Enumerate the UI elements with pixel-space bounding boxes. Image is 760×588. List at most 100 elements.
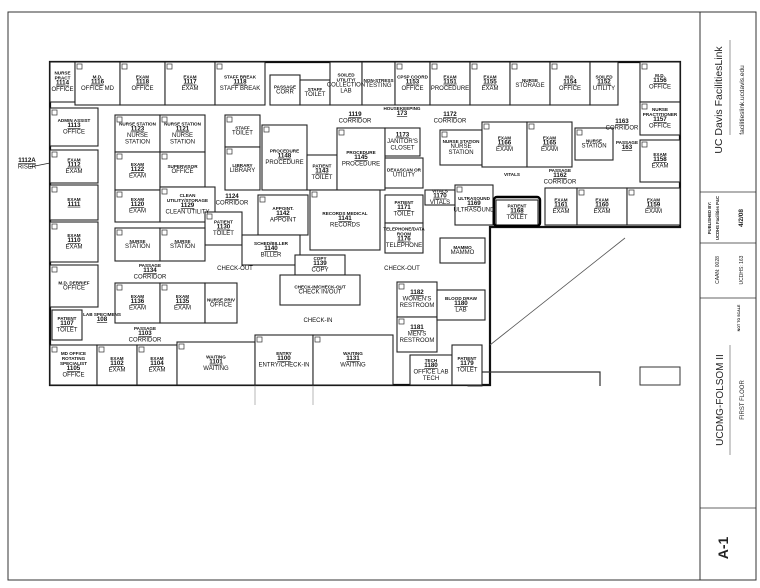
- room-num: 1182: [410, 289, 424, 296]
- sink-fixture-icon: [576, 129, 583, 136]
- room-label: WAITING: [206, 355, 226, 360]
- room-name: OFFICE: [210, 302, 232, 308]
- sink-fixture-icon: [51, 186, 58, 193]
- room-num: 1163: [615, 118, 629, 125]
- room-num: 1172: [443, 111, 457, 118]
- room-label: EXAM: [554, 198, 567, 203]
- building-name: UCDMG-FOLSOM II: [715, 354, 726, 446]
- room-entry-check-in-1100-shape: [254, 334, 314, 386]
- room-label: PASSAGE: [139, 263, 161, 268]
- room-outline: [204, 211, 243, 246]
- highlighted-room-marker: [492, 195, 542, 228]
- room-label: M.D.: [93, 75, 103, 80]
- room-num: 1112A: [18, 157, 36, 164]
- room-label: EXAM: [67, 197, 80, 202]
- room-name: CORRIDOR: [606, 126, 639, 132]
- sink-fixture-icon: [528, 123, 535, 130]
- room-office-1157-shape: [639, 101, 681, 136]
- room-num: 1104: [150, 360, 164, 367]
- room-name: TOILET: [213, 231, 234, 237]
- room-num: 1122: [131, 166, 145, 173]
- room-toilet-1107-shape: [51, 309, 83, 341]
- room-label: SOILED: [595, 75, 613, 80]
- room-toilet-shape: [299, 79, 331, 106]
- sink-fixture-icon: [51, 109, 58, 116]
- room-station-shape: [114, 227, 161, 262]
- room-name: EXAM: [593, 209, 610, 215]
- sink-fixture-icon: [51, 151, 58, 158]
- room-outline: [204, 282, 238, 324]
- room-name: OFFICE: [63, 130, 85, 136]
- room-outline: [384, 157, 424, 189]
- room-label: LIBRARY: [232, 163, 252, 168]
- room-num: 1129: [181, 202, 195, 209]
- room-storage-shape: [509, 61, 551, 106]
- sink-fixture-icon: [628, 189, 635, 196]
- room-name: COPY: [311, 268, 328, 274]
- room-label: EXAM: [131, 162, 144, 167]
- sink-fixture-icon: [51, 266, 58, 273]
- room-outline: [241, 234, 301, 266]
- sink-fixture-icon: [51, 223, 58, 230]
- room-outline: [384, 194, 424, 224]
- room-num: 108: [97, 316, 108, 323]
- room-label: SUPERVISOR: [167, 164, 198, 169]
- sink-fixture-icon: [216, 63, 223, 70]
- room-label: STAFF: [308, 87, 323, 92]
- room-outline: [224, 114, 261, 148]
- room-name: CHECK IN/OUT: [298, 289, 341, 295]
- room-num: 1107: [60, 320, 74, 327]
- room-outline: [49, 149, 99, 184]
- room-num: 1165: [543, 140, 557, 147]
- room-label: BLOOD DRAW: [445, 296, 478, 301]
- room-label: PASSAGE: [616, 140, 638, 145]
- room-utility-1152-shape: [589, 61, 619, 106]
- room-outline: [159, 227, 206, 262]
- room-label: PATIENT: [313, 164, 332, 169]
- room-num: 1161: [554, 202, 568, 209]
- room-office-1113-shape: [49, 107, 99, 147]
- room-label: PROCEDURE: [346, 150, 375, 155]
- room-num: 1121: [176, 126, 190, 133]
- room-label: NURSE STATION: [443, 139, 481, 144]
- room-label: M.D. DEBRIEF: [58, 280, 89, 285]
- org-url: facilitieslink.ucdavis.edu: [739, 65, 746, 135]
- room-label: NURSE STATION: [119, 122, 157, 127]
- room-outline: [261, 124, 308, 191]
- room-office-shape: [204, 282, 238, 324]
- room-waiting-1131-shape: [312, 334, 394, 386]
- room-outline: [49, 61, 76, 103]
- room-num: 1114: [56, 80, 70, 87]
- room-label: CPSP COORD: [397, 75, 428, 80]
- room-name: OFFICE: [63, 373, 85, 379]
- room-name: TOILET: [507, 215, 528, 221]
- room-name: EXAM: [496, 147, 513, 153]
- sink-fixture-icon: [398, 283, 405, 290]
- room-label: NURSE STATION: [164, 122, 202, 127]
- room-outline: [214, 61, 266, 106]
- room-station-shape: [574, 127, 614, 161]
- sink-fixture-icon: [161, 229, 168, 236]
- sink-fixture-icon: [76, 63, 83, 70]
